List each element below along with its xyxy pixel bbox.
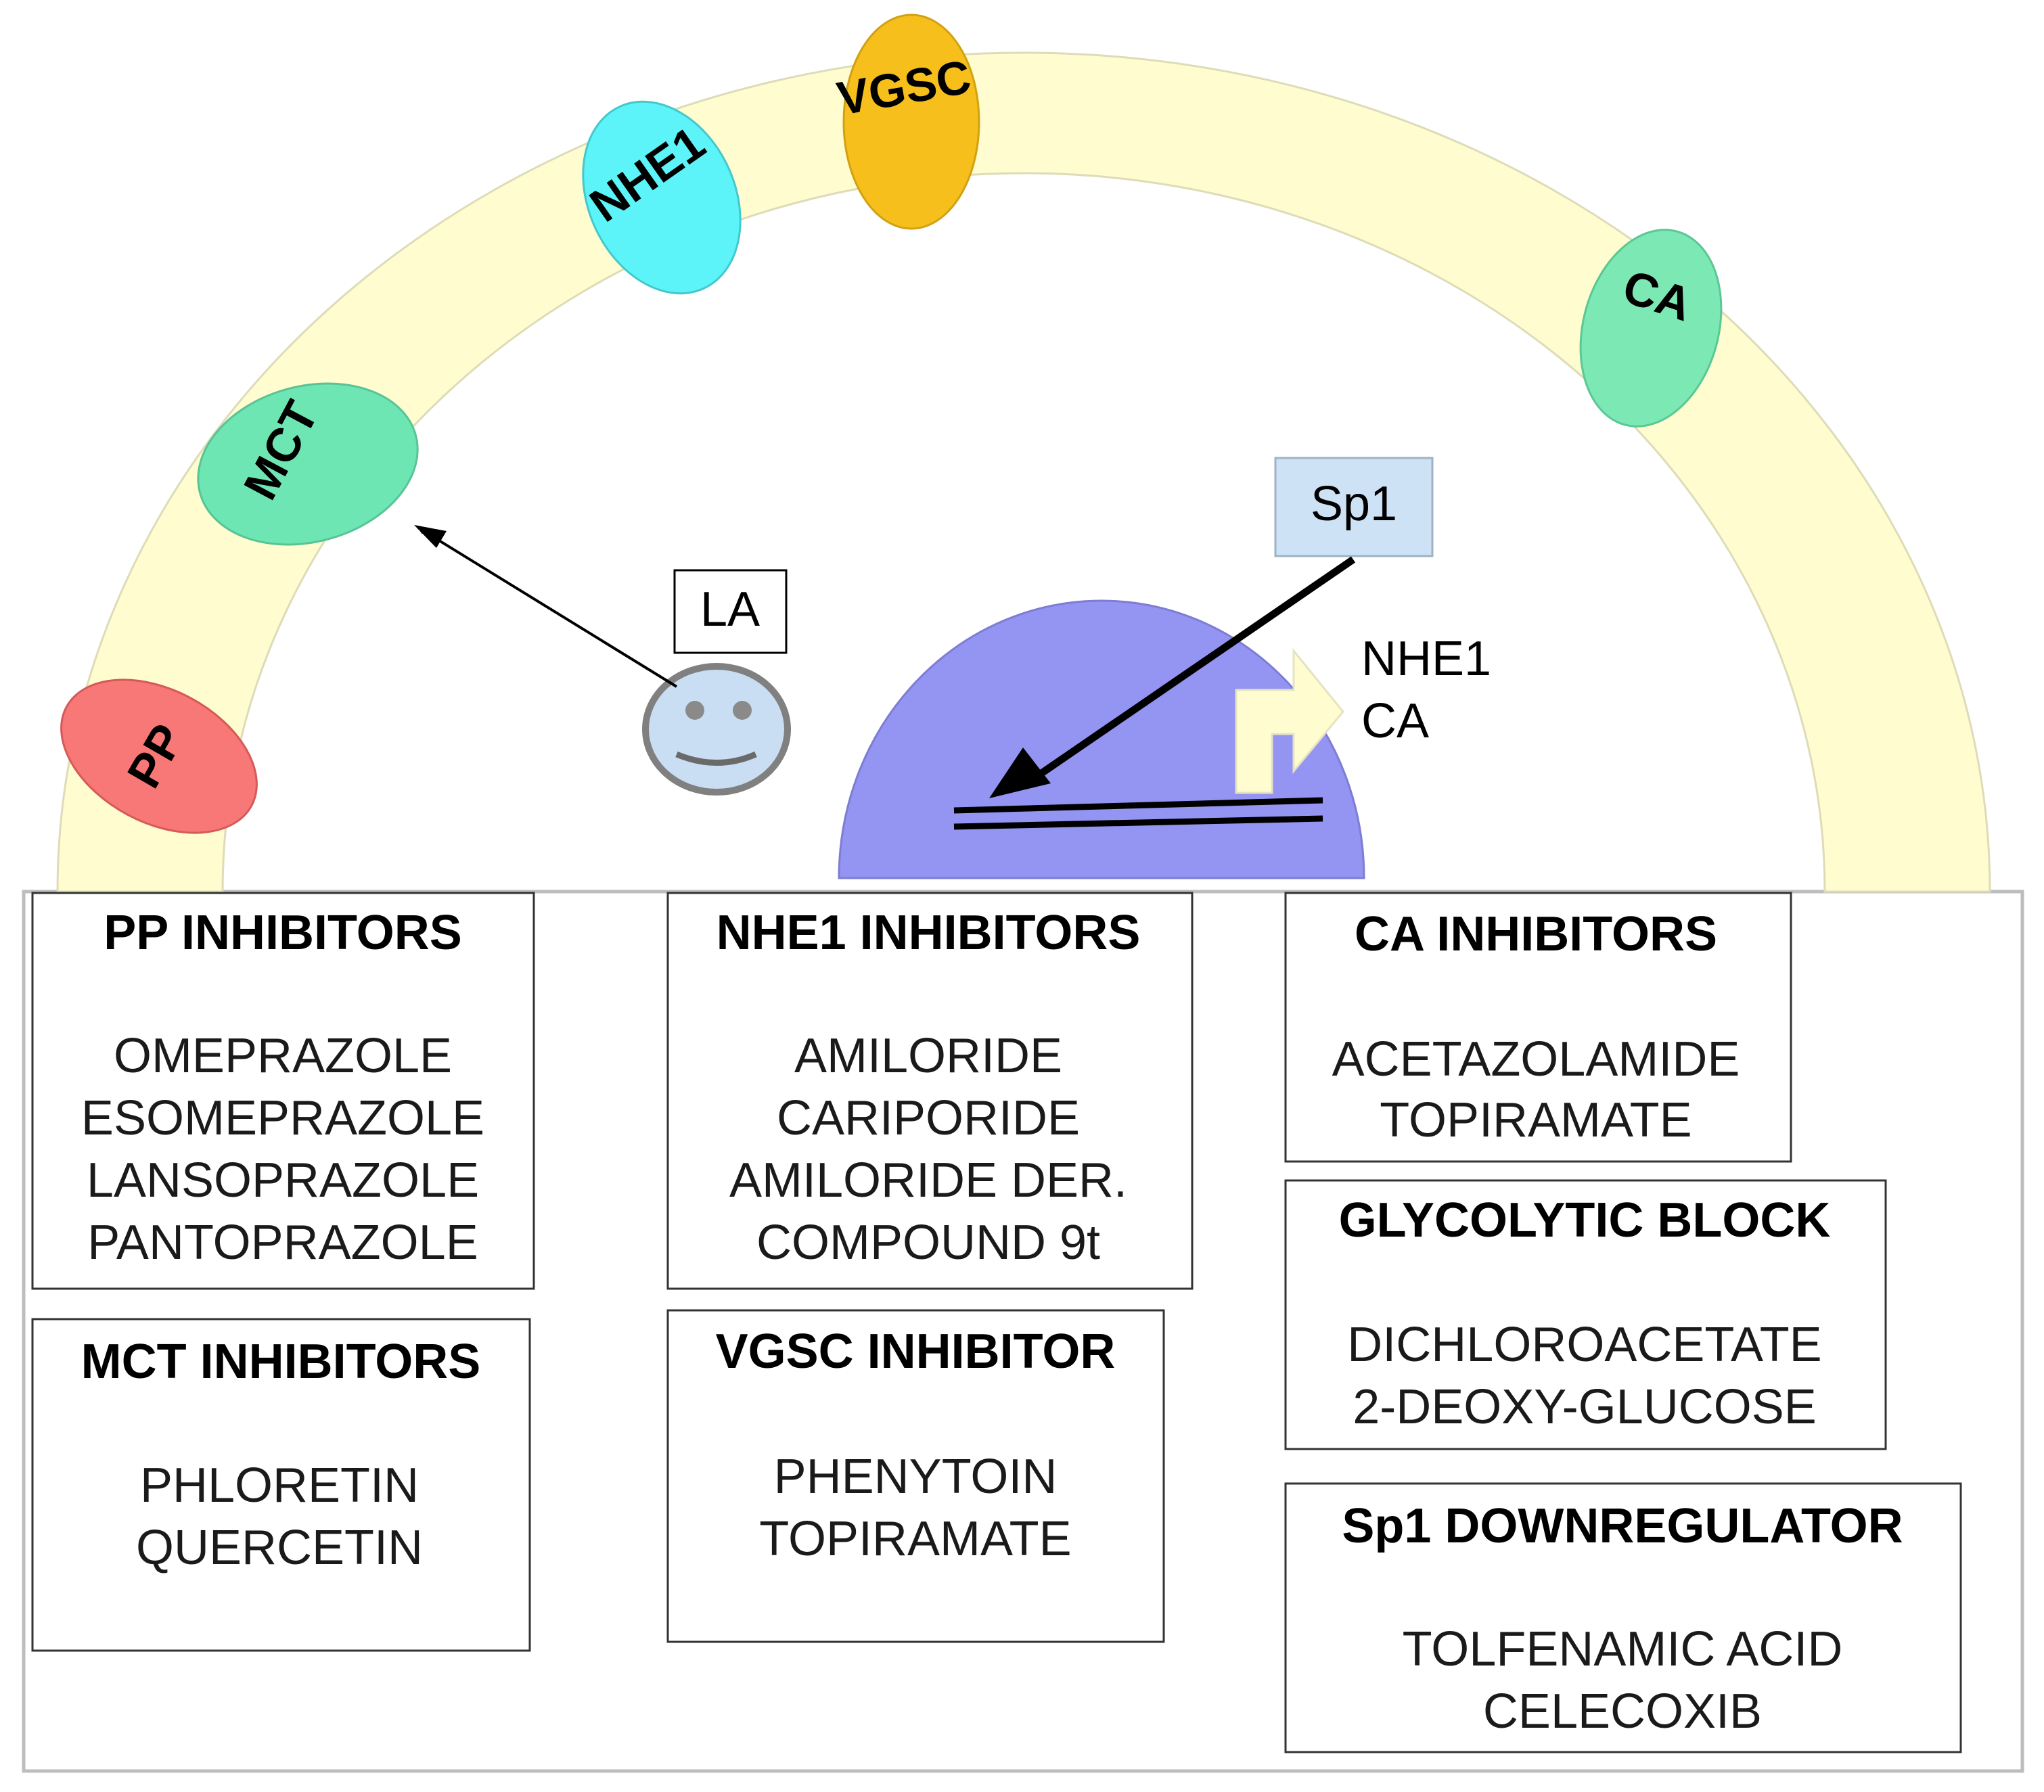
nhe1-channel: NHE1 xyxy=(581,100,742,295)
la-to-mct-arrowhead xyxy=(414,525,447,548)
la-label-box: LA xyxy=(673,569,788,654)
sp1-downregulator-item: CELECOXIB xyxy=(1483,1684,1762,1739)
vgsc-inhibitor-item: PHENYTOIN xyxy=(774,1450,1058,1504)
nhe1-inhibitors-title: NHE1 INHIBITORS xyxy=(717,906,1141,960)
mct-inhibitor-item: QUERCETIN xyxy=(136,1521,423,1575)
vgsc-inhibitor-box: VGSC INHIBITOR PHENYTOIN TOPIRAMATE xyxy=(666,1309,1165,1643)
vgsc-inhibitor-title: VGSC INHIBITOR xyxy=(716,1325,1116,1379)
nhe1-inhibitor-item: AMILORIDE DER. xyxy=(729,1153,1127,1208)
outer-panel xyxy=(22,890,2024,1773)
dna-strand-bottom xyxy=(953,815,1323,830)
target-ca: CA xyxy=(1361,694,1429,748)
ca-channel: CA xyxy=(1579,229,1723,428)
nhe1-inhibitor-item: COMPOUND 9t xyxy=(756,1216,1100,1270)
glycolytic-block-item: 2-DEOXY-GLUCOSE xyxy=(1353,1380,1817,1434)
sp1-downregulator-box: Sp1 DOWNREGULATOR TOLFENAMIC ACID CELECO… xyxy=(1284,1482,1962,1753)
pp-inhibitor-item: OMEPRAZOLE xyxy=(114,1029,452,1083)
glycolytic-block-item: DICHLOROACETATE xyxy=(1347,1318,1821,1372)
mct-inhibitors-box: MCT INHIBITORS PHLORETIN QUERCETIN xyxy=(31,1318,531,1652)
nhe1-inhibitor-item: AMILORIDE xyxy=(794,1029,1062,1083)
glycolytic-block-box: GLYCOLYTIC BLOCK DICHLOROACETATE 2-DEOXY… xyxy=(1284,1179,1887,1450)
mct-channel: MCT xyxy=(197,382,419,546)
ca-inhibitor-item: TOPIRAMATE xyxy=(1380,1093,1691,1147)
sp1-label: Sp1 xyxy=(1311,477,1397,531)
pp-channel: PP xyxy=(60,679,258,834)
pp-inhibitors-title: PP INHIBITORS xyxy=(104,906,461,960)
mct-inhibitors-title: MCT INHIBITORS xyxy=(81,1335,481,1389)
ca-inhibitors-box: CA INHIBITORS ACETAZOLAMIDE TOPIRAMATE xyxy=(1284,892,1792,1163)
glycolytic-block-title: GLYCOLYTIC BLOCK xyxy=(1339,1193,1831,1247)
la-smiley-molecule xyxy=(642,663,791,796)
sp1-downregulator-title: Sp1 DOWNREGULATOR xyxy=(1342,1499,1903,1553)
pp-inhibitor-item: ESOMEPRAZOLE xyxy=(81,1091,484,1145)
sp1-downregulator-item: TOLFENAMIC ACID xyxy=(1403,1622,1843,1676)
sp1-box: Sp1 xyxy=(1274,457,1434,557)
la-label: LA xyxy=(700,582,760,637)
nhe1-inhibitor-item: CARIPORIDE xyxy=(777,1091,1080,1145)
vgsc-inhibitor-item: TOPIRAMATE xyxy=(759,1512,1071,1566)
pp-inhibitors-box: PP INHIBITORS OMEPRAZOLE ESOMEPRAZOLE LA… xyxy=(31,892,535,1290)
dna-strand-top xyxy=(953,797,1323,814)
pp-inhibitor-item: LANSOPRAZOLE xyxy=(87,1153,479,1208)
nucleus xyxy=(838,599,1365,879)
sp1-to-dna-arrowhead xyxy=(989,748,1051,798)
la-to-mct-arrow xyxy=(417,526,678,688)
vgsc-channel: VGSC xyxy=(834,14,980,230)
target-nhe1: NHE1 xyxy=(1361,632,1491,686)
ca-inhibitor-item: ACETAZOLAMIDE xyxy=(1332,1032,1740,1086)
ca-inhibitors-title: CA INHIBITORS xyxy=(1355,907,1717,961)
transcription-arrow xyxy=(1235,647,1344,794)
pp-inhibitor-item: PANTOPRAZOLE xyxy=(87,1216,478,1270)
nhe1-inhibitors-box: NHE1 INHIBITORS AMILORIDE CARIPORIDE AMI… xyxy=(666,892,1194,1290)
sp1-to-dna-arrow xyxy=(1034,556,1356,780)
mct-inhibitor-item: PHLORETIN xyxy=(140,1458,419,1513)
